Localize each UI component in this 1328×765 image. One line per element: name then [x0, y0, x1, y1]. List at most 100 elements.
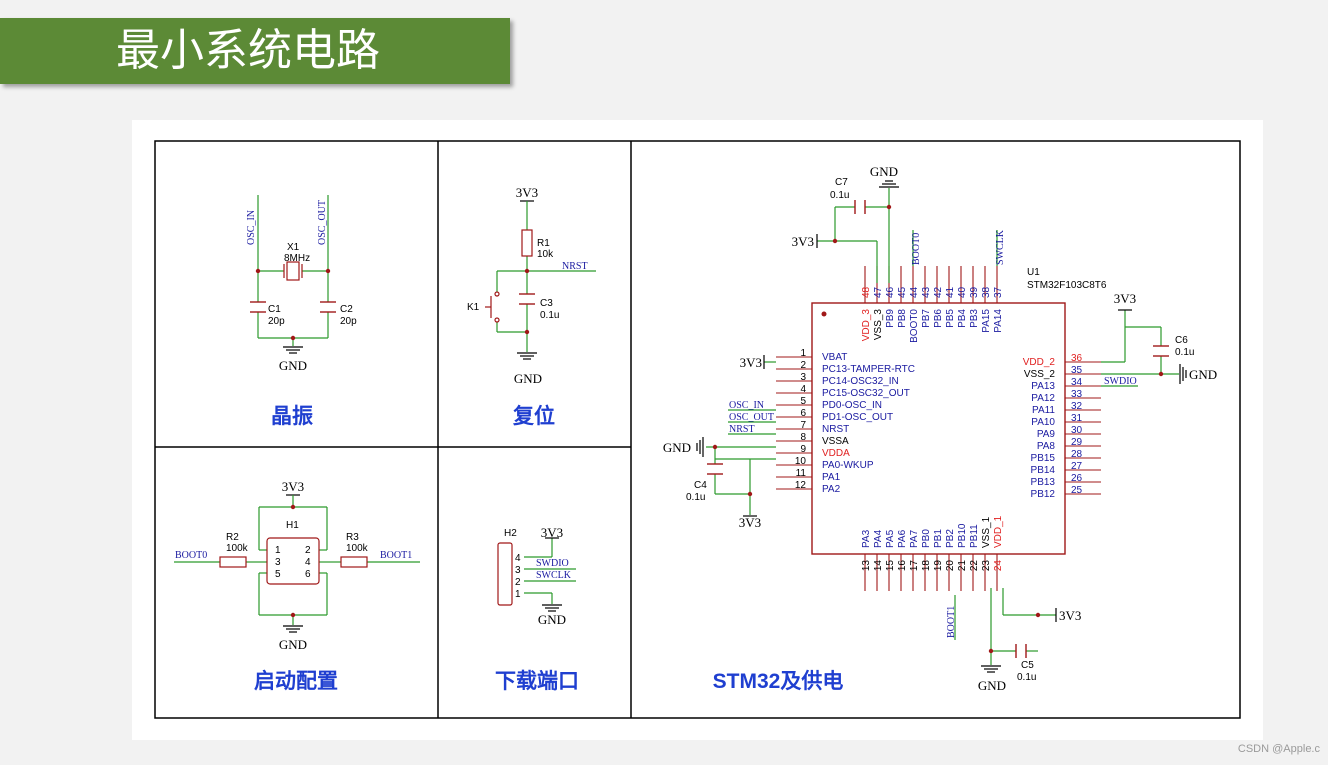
h2-pin-2: 2: [515, 577, 521, 588]
crystal-circuit: GND OSC_IN OSC_OUT X1 8MHz C1 20p C2 20p: [246, 195, 357, 373]
pin-num-36: 36: [1071, 353, 1083, 364]
c7-value: 0.1u: [830, 190, 849, 201]
pin-name-23: VSS_1: [981, 516, 992, 548]
pin-num-41: 41: [945, 286, 956, 298]
pin-name-14: PA4: [873, 529, 884, 548]
pin-num-11: 11: [796, 468, 807, 479]
pin-num-8: 8: [800, 432, 806, 443]
panel-title-reset: 复位: [512, 404, 555, 428]
panel-title-boot: 启动配置: [254, 669, 338, 693]
h1-ref: H1: [286, 520, 299, 531]
capacitor-c4: [707, 463, 723, 475]
pin-num-12: 12: [795, 480, 807, 491]
pin-name-10: PA0-WKUP: [822, 460, 874, 471]
pin-num-2: 2: [800, 360, 806, 371]
pin-name-31: PA10: [1031, 417, 1055, 428]
pin-num-6: 6: [800, 408, 806, 419]
pin-name-19: PB1: [933, 529, 944, 548]
u1-ref: U1: [1027, 267, 1040, 278]
pin-num-31: 31: [1071, 413, 1083, 424]
pin-name-45: PB8: [897, 309, 908, 328]
c5-ref: C5: [1021, 660, 1034, 671]
x1-ref: X1: [287, 242, 300, 253]
pin-num-33: 33: [1071, 389, 1083, 400]
pin-num-42: 42: [933, 286, 944, 298]
pin-name-41: PB5: [945, 309, 956, 328]
pin-num-38: 38: [981, 286, 992, 298]
chip-u1: [811, 302, 1066, 555]
pin-name-12: PA2: [822, 484, 841, 495]
c1-value: 20p: [268, 316, 285, 327]
pin-name-48: VDD_3: [861, 309, 872, 342]
c1-ref: C1: [268, 304, 281, 315]
h2-pin-3: 3: [515, 565, 521, 576]
mcu-net-boot1: BOOT1: [946, 606, 957, 638]
net-label-boot0: BOOT0: [175, 550, 207, 561]
pin-name-24: VDD_1: [993, 515, 1004, 548]
pin-num-14: 14: [873, 560, 884, 572]
mcu-net-swclk: SWCLK: [995, 229, 1006, 265]
mcu-net-osc-out: OSC_OUT: [729, 412, 774, 423]
pin-name-26: PB13: [1031, 477, 1056, 488]
pin-name-1: VBAT: [822, 352, 847, 363]
pin-name-7: NRST: [822, 424, 849, 435]
ground-symbol: [283, 625, 303, 633]
pin-num-25: 25: [1071, 485, 1083, 496]
pin-name-29: PA8: [1037, 441, 1056, 452]
mcu-gnd-label-top: GND: [870, 164, 898, 179]
h2-ref: H2: [504, 528, 517, 539]
pin-num-22: 22: [969, 560, 980, 572]
ground-symbol: [542, 604, 562, 612]
ground-symbol: [879, 180, 899, 188]
pin-name-21: PB10: [957, 523, 968, 548]
pin-num-18: 18: [921, 560, 932, 572]
mcu-3v3-label-right: 3V3: [1114, 291, 1136, 306]
mcu-3v3-label-top: 3V3: [792, 234, 814, 249]
pin-num-43: 43: [921, 286, 932, 298]
net-label-osc-in: OSC_IN: [246, 210, 257, 245]
r1-value: 10k: [537, 249, 554, 260]
c4-value: 0.1u: [686, 492, 705, 503]
reset-gnd-label: GND: [514, 371, 542, 386]
pin-num-17: 17: [909, 560, 920, 572]
download-port: H2 4 3 2 1 3V3 SWDIO SWCLK GND: [497, 525, 576, 627]
pin-name-43: PB7: [921, 309, 932, 328]
pin-name-36: VDD_2: [1023, 357, 1056, 368]
pin-num-48: 48: [861, 286, 872, 298]
pin-name-39: PB3: [969, 309, 980, 328]
pin-name-42: PB6: [933, 309, 944, 328]
boot-gnd-label: GND: [279, 637, 307, 652]
capacitor-c5: [1015, 644, 1027, 658]
pin-name-34: PA13: [1031, 381, 1055, 392]
mcu-net-osc-in: OSC_IN: [729, 400, 764, 411]
ground-symbol: [1179, 364, 1187, 384]
ground-symbol: [283, 346, 303, 354]
pin-num-27: 27: [1071, 461, 1083, 472]
ground-symbol: [696, 437, 704, 457]
pin-num-3: 3: [800, 372, 806, 383]
pin-num-24: 24: [993, 560, 1004, 572]
pin-num-23: 23: [981, 560, 992, 572]
mcu-gnd-label-right: GND: [1189, 367, 1217, 382]
pin-num-13: 13: [861, 560, 872, 572]
pin-name-9: VDDA: [822, 448, 850, 459]
h1-pin-4: 4: [305, 557, 311, 568]
mcu-gnd-label-bottom: GND: [978, 678, 1006, 693]
c6-value: 0.1u: [1175, 347, 1194, 358]
title-banner: 最小系统电路: [0, 18, 510, 84]
boot-circuit: 3V3 1 2 3: [174, 479, 420, 652]
mcu-3v3-label-bottom: 3V3: [1059, 608, 1081, 623]
c4-ref: C4: [694, 480, 707, 491]
pin-name-40: PB4: [957, 309, 968, 328]
capacitor-c3: [519, 293, 535, 305]
h1-pin-6: 6: [305, 569, 311, 580]
r3-value: 100k: [346, 543, 369, 554]
c2-value: 20p: [340, 316, 357, 327]
k1-ref: K1: [467, 302, 480, 313]
mcu-net-nrst: NRST: [729, 424, 755, 435]
crystal-x1: [283, 261, 303, 281]
h1-pin-5: 5: [275, 569, 281, 580]
pin-num-1: 1: [800, 348, 806, 359]
pin-num-15: 15: [885, 560, 896, 572]
